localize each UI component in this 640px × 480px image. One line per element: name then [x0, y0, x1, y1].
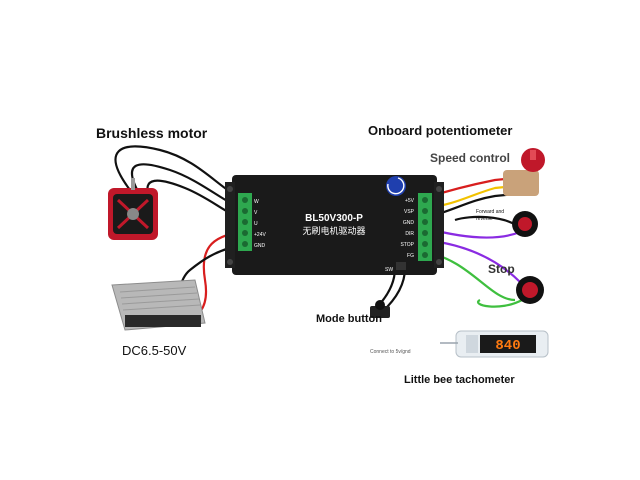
terminal-label: STOP: [400, 242, 414, 248]
power-supply: [111, 279, 206, 331]
tachometer-label: Little bee tachometer: [404, 374, 515, 386]
stop-switch[interactable]: [516, 276, 544, 304]
mode-button-label: Mode button: [316, 313, 382, 325]
mode-switch-label: SW: [385, 267, 393, 273]
little-bee-tachometer: 840: [440, 330, 549, 358]
forward-reverse-label: Forward and reverse: [476, 209, 505, 222]
controller-model: BL50V300-P: [305, 213, 363, 224]
terminal-label: +24V: [254, 232, 266, 238]
mode-push-button[interactable]: [370, 300, 390, 318]
motor-controller: [225, 175, 444, 275]
onboard-potentiometer-knob[interactable]: [386, 176, 406, 196]
terminal-label: V: [254, 210, 258, 216]
mode-switch[interactable]: [396, 262, 406, 270]
forward-reverse-switch[interactable]: [512, 211, 538, 237]
right-terminal-block: [418, 193, 432, 261]
stop-label: Stop: [488, 262, 515, 276]
rotate-icon: [387, 177, 405, 195]
controller-subtitle: 无刷电机驱动器: [302, 225, 365, 236]
terminal-label: VSP: [404, 209, 415, 215]
speed-control-label: Speed control: [430, 151, 511, 165]
terminal-label: GND: [403, 220, 415, 226]
connect-label: Connect to 5v/gnd: [370, 349, 411, 355]
terminal-label: FG: [407, 253, 414, 259]
brushless-motor-label: Brushless motor: [96, 125, 208, 141]
brushless-motor: [108, 178, 158, 240]
terminal-label: DIR: [405, 231, 414, 237]
power-supply-label: DC6.5-50V: [122, 343, 187, 358]
tachometer-display: 840: [495, 338, 520, 354]
terminal-label: W: [254, 199, 259, 205]
speed-control-potentiometer[interactable]: [503, 148, 545, 196]
terminal-label: GND: [254, 243, 266, 249]
onboard-potentiometer-label: Onboard potentiometer: [368, 123, 513, 138]
terminal-label: U: [254, 221, 258, 227]
terminal-label: +5V: [405, 198, 415, 204]
